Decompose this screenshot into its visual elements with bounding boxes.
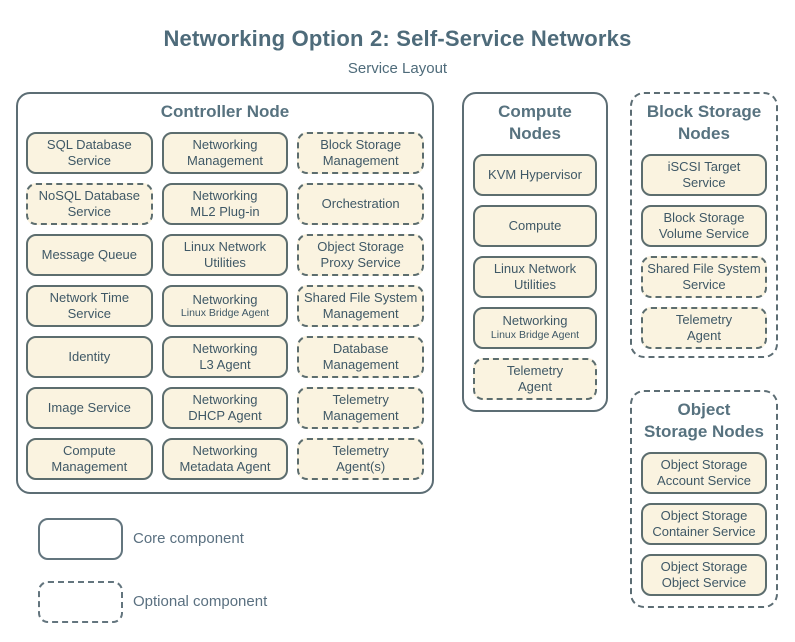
- service-telemetry-agent-compute: Telemetry Agent: [473, 357, 597, 400]
- legend-core-label: Core component: [133, 530, 244, 547]
- controller-node-container: Controller Node SQL Database Service Net…: [16, 92, 434, 494]
- service-label: Shared File System Service: [647, 260, 761, 292]
- service-telemetry-management: Telemetry Management: [297, 386, 424, 429]
- service-object-storage-proxy: Object Storage Proxy Service: [297, 233, 424, 276]
- compute-services-stack: KVM Hypervisor Compute Linux Network Uti…: [464, 147, 606, 410]
- service-networking-dhcp-agent: Networking DHCP Agent: [161, 386, 289, 429]
- service-label: Networking: [502, 313, 568, 329]
- service-sublabel: Linux Bridge Agent: [180, 307, 270, 320]
- service-object-storage-object: Object Storage Object Service: [641, 553, 767, 596]
- service-linux-network-utilities: Linux Network Utilities: [161, 233, 289, 276]
- service-kvm-hypervisor: KVM Hypervisor: [473, 153, 597, 196]
- service-linux-network-utilities-compute: Linux Network Utilities: [473, 255, 597, 298]
- compute-nodes-header: Compute Nodes: [498, 102, 572, 143]
- service-telemetry-agents: Telemetry Agent(s): [297, 437, 424, 480]
- object-storage-services-stack: Object Storage Account Service Object St…: [632, 445, 776, 606]
- service-compute: Compute: [473, 204, 597, 247]
- service-network-time: Network Time Service: [26, 284, 153, 327]
- block-storage-nodes-container: Block Storage Nodes iSCSI Target Service…: [630, 92, 778, 358]
- service-label: Block Storage Management: [320, 136, 402, 168]
- service-networking-ml2-plugin: Networking ML2 Plug-in: [161, 182, 289, 225]
- service-label: Networking ML2 Plug-in: [190, 187, 260, 219]
- service-label: Object Storage Account Service: [657, 456, 751, 488]
- service-label: Networking: [192, 291, 258, 307]
- service-message-queue: Message Queue: [26, 233, 153, 276]
- controller-node-header: Controller Node: [160, 102, 290, 121]
- service-block-storage-volume: Block Storage Volume Service: [641, 204, 767, 247]
- service-label: Database Management: [322, 340, 399, 372]
- service-label: Shared File System Management: [303, 289, 418, 321]
- service-sql-database: SQL Database Service: [26, 131, 153, 174]
- service-shared-file-system-management: Shared File System Management: [297, 284, 424, 327]
- legend-core-swatch: [38, 518, 123, 560]
- object-storage-nodes-header: Object Storage Nodes: [644, 400, 764, 441]
- service-networking-l3-agent: Networking L3 Agent: [161, 335, 289, 378]
- service-label: Object Storage Object Service: [660, 558, 748, 590]
- service-label: Block Storage Volume Service: [658, 209, 750, 241]
- service-label: Identity: [68, 348, 111, 364]
- service-label: Object Storage Proxy Service: [317, 238, 405, 270]
- service-nosql-database: NoSQL Database Service: [26, 182, 153, 225]
- service-object-storage-account: Object Storage Account Service: [641, 451, 767, 494]
- service-label: Compute Management: [51, 442, 128, 474]
- service-label: Networking Metadata Agent: [179, 442, 271, 474]
- service-label: Linux Network Utilities: [183, 238, 267, 270]
- service-label: Networking Management: [187, 136, 263, 168]
- service-networking-management: Networking Management: [161, 131, 289, 174]
- service-object-storage-container: Object Storage Container Service: [641, 502, 767, 545]
- service-database-management: Database Management: [297, 335, 424, 378]
- block-storage-services-stack: iSCSI Target Service Block Storage Volum…: [632, 147, 776, 359]
- service-label: SQL Database Service: [46, 136, 132, 168]
- service-label: Networking DHCP Agent: [188, 391, 262, 423]
- service-sublabel: Linux Bridge Agent: [490, 329, 580, 342]
- block-storage-nodes-header: Block Storage Nodes: [646, 102, 762, 143]
- service-label: Object Storage Container Service: [652, 507, 756, 539]
- service-iscsi-target: iSCSI Target Service: [641, 153, 767, 196]
- service-label: NoSQL Database Service: [38, 187, 141, 219]
- object-storage-nodes-container: Object Storage Nodes Object Storage Acco…: [630, 390, 778, 608]
- service-label: Telemetry Agent: [506, 362, 564, 394]
- service-label: Telemetry Management: [322, 391, 399, 423]
- service-label: Telemetry Agent(s): [332, 442, 389, 474]
- service-label: Orchestration: [321, 195, 400, 211]
- service-label: Image Service: [47, 399, 131, 415]
- compute-nodes-container: Compute Nodes KVM Hypervisor Compute Lin…: [462, 92, 608, 412]
- legend-optional-swatch: [38, 581, 123, 623]
- service-label: Linux Network Utilities: [493, 260, 577, 292]
- service-label: Network Time Service: [49, 289, 130, 321]
- service-label: KVM Hypervisor: [488, 166, 582, 182]
- service-shared-file-system: Shared File System Service: [641, 255, 767, 298]
- service-label: Message Queue: [41, 246, 138, 262]
- service-label: iSCSI Target Service: [667, 158, 741, 190]
- service-label: Compute: [508, 217, 562, 233]
- service-block-storage-management: Block Storage Management: [297, 131, 424, 174]
- service-identity: Identity: [26, 335, 153, 378]
- page-title: Networking Option 2: Self-Service Networ…: [163, 26, 632, 51]
- legend-optional-label: Optional component: [133, 593, 268, 610]
- service-orchestration: Orchestration: [297, 182, 424, 225]
- service-label: Networking L3 Agent: [192, 340, 258, 372]
- service-networking-metadata-agent: Networking Metadata Agent: [161, 437, 289, 480]
- page-subtitle: Service Layout: [347, 60, 448, 77]
- controller-services-grid: SQL Database Service Networking Manageme…: [18, 125, 432, 490]
- service-image-service: Image Service: [26, 386, 153, 429]
- service-compute-management: Compute Management: [26, 437, 153, 480]
- service-telemetry-agent-block: Telemetry Agent: [641, 306, 767, 349]
- service-label: Telemetry Agent: [675, 311, 733, 343]
